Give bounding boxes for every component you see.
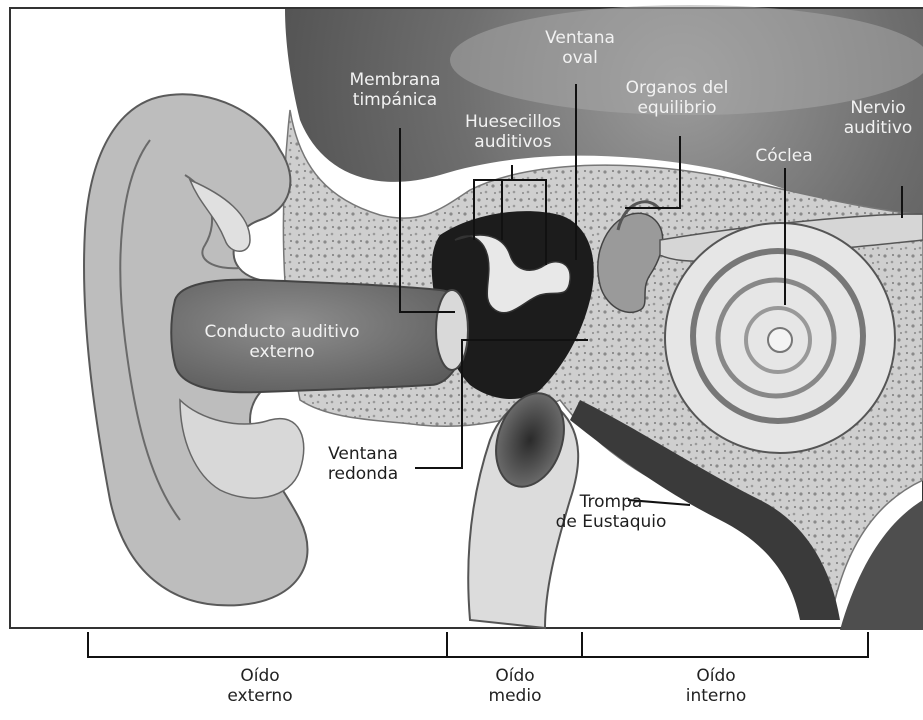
section-externo-line1: Oído (220, 666, 300, 686)
label-huesecillos: Huesecillos auditivos (448, 112, 578, 152)
label-ventana-oval: Ventana oval (540, 28, 620, 68)
label-organos-equilibrio: Organos del equilibrio (612, 78, 742, 118)
section-brackets (88, 632, 868, 657)
label-coclea: Cóclea (742, 146, 826, 166)
label-organos-line2: equilibrio (612, 98, 742, 118)
label-coclea-text: Cóclea (742, 146, 826, 166)
label-trompa-eustaquio: Trompa de Eustaquio (548, 492, 674, 532)
tympanic-membrane-shape (436, 290, 468, 370)
label-huesecillos-line2: auditivos (448, 132, 578, 152)
label-ventana-redonda-line1: Ventana (318, 444, 408, 464)
label-trompa-line2: de Eustaquio (548, 512, 674, 532)
section-interno-line2: interno (676, 686, 756, 706)
label-conducto-auditivo: Conducto auditivo externo (192, 322, 372, 362)
bracket-interno (582, 632, 868, 657)
label-ventana-redonda-line2: redonda (318, 464, 408, 484)
label-nervio-line1: Nervio (836, 98, 920, 118)
label-ventana-redonda: Ventana redonda (318, 444, 408, 484)
label-trompa-line1: Trompa (548, 492, 674, 512)
label-conducto-line1: Conducto auditivo (192, 322, 372, 342)
label-nervio-line2: auditivo (836, 118, 920, 138)
label-membrana-line2: timpánica (330, 90, 460, 110)
label-membrana-timpanica: Membrana timpánica (330, 70, 460, 110)
section-medio-line1: Oído (475, 666, 555, 686)
section-oido-medio: Oído medio (475, 666, 555, 706)
label-ventana-oval-line2: oval (540, 48, 620, 68)
bracket-externo (88, 632, 447, 657)
label-membrana-line1: Membrana (330, 70, 460, 90)
label-organos-line1: Organos del (612, 78, 742, 98)
label-nervio-auditivo: Nervio auditivo (836, 98, 920, 138)
section-medio-line2: medio (475, 686, 555, 706)
section-externo-line2: externo (220, 686, 300, 706)
section-oido-interno: Oído interno (676, 666, 756, 706)
section-oido-externo: Oído externo (220, 666, 300, 706)
cochlea-center (768, 328, 792, 352)
section-interno-line1: Oído (676, 666, 756, 686)
bracket-medio (447, 632, 582, 657)
label-ventana-oval-line1: Ventana (540, 28, 620, 48)
label-conducto-line2: externo (192, 342, 372, 362)
label-huesecillos-line1: Huesecillos (448, 112, 578, 132)
